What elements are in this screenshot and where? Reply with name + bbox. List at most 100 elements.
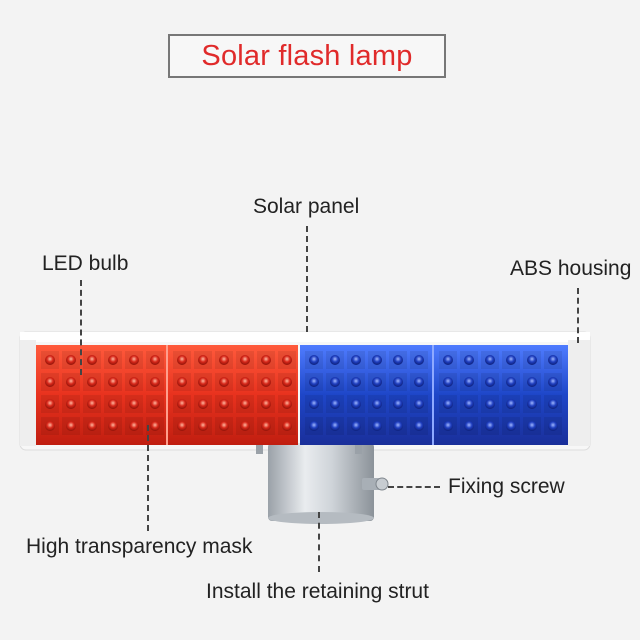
- led-dot: [506, 377, 516, 387]
- retaining-strut: [256, 440, 374, 524]
- mask-label: High transparency mask: [26, 535, 253, 558]
- abs-housing-label: ABS housing: [510, 257, 632, 280]
- led-dot: [485, 355, 495, 365]
- led-dot: [464, 355, 474, 365]
- led-dot: [261, 421, 271, 431]
- led-dot: [372, 377, 382, 387]
- led-dot: [393, 377, 403, 387]
- led-dot: [393, 399, 403, 409]
- fixing-screw: [362, 477, 389, 491]
- led-dot: [506, 355, 516, 365]
- led-dot: [393, 421, 403, 431]
- led-dot: [198, 399, 208, 409]
- led-bulb-label: LED bulb: [42, 252, 129, 275]
- led-dot: [198, 355, 208, 365]
- led-dot: [443, 399, 453, 409]
- led-dot: [129, 421, 139, 431]
- led-dot: [330, 377, 340, 387]
- led-dot: [108, 399, 118, 409]
- led-dot: [240, 421, 250, 431]
- led-dot: [282, 377, 292, 387]
- led-dot: [129, 355, 139, 365]
- mask-leader: [147, 425, 149, 531]
- led-dot: [150, 399, 160, 409]
- led-dot: [309, 377, 319, 387]
- led-dot: [351, 355, 361, 365]
- led-dot: [485, 377, 495, 387]
- led-dot: [282, 355, 292, 365]
- led-dot: [108, 377, 118, 387]
- red-led-panel: [36, 345, 298, 445]
- led-dot: [66, 377, 76, 387]
- led-dot: [464, 421, 474, 431]
- led-dot: [45, 377, 55, 387]
- led-dot: [282, 421, 292, 431]
- led-dot: [66, 355, 76, 365]
- led-dot: [309, 355, 319, 365]
- led-dot: [309, 399, 319, 409]
- led-dot: [443, 421, 453, 431]
- led-dot: [393, 355, 403, 365]
- led-dot: [150, 377, 160, 387]
- led-dot: [372, 399, 382, 409]
- led-bulbs: [41, 351, 562, 435]
- blue-led-panel: [300, 345, 568, 445]
- led-dot: [464, 399, 474, 409]
- led-dot: [129, 399, 139, 409]
- led-dot: [219, 355, 229, 365]
- led-dot: [87, 377, 97, 387]
- solar-panel-label: Solar panel: [253, 195, 360, 218]
- strut-leader: [318, 512, 320, 572]
- led-dot: [548, 355, 558, 365]
- led-dot: [351, 399, 361, 409]
- led-dot: [527, 399, 537, 409]
- led-bulb-leader: [80, 280, 82, 375]
- title-box: Solar flash lamp: [168, 34, 446, 78]
- led-dot: [261, 355, 271, 365]
- led-dot: [548, 377, 558, 387]
- led-dot: [414, 377, 424, 387]
- fixing-screw-leader: [388, 486, 440, 488]
- led-dot: [177, 399, 187, 409]
- led-dot: [108, 421, 118, 431]
- led-dot: [240, 399, 250, 409]
- led-dot: [330, 421, 340, 431]
- led-dot: [66, 399, 76, 409]
- led-dot: [87, 355, 97, 365]
- led-dot: [282, 399, 292, 409]
- led-dot: [309, 421, 319, 431]
- led-dot: [506, 421, 516, 431]
- led-dot: [351, 377, 361, 387]
- abs-housing-leader: [577, 288, 579, 343]
- led-dot: [261, 377, 271, 387]
- led-dot: [443, 355, 453, 365]
- led-dot: [485, 421, 495, 431]
- led-dot: [527, 355, 537, 365]
- led-dot: [372, 355, 382, 365]
- led-dot: [66, 421, 76, 431]
- led-dot: [485, 399, 495, 409]
- led-dot: [198, 377, 208, 387]
- led-dot: [414, 355, 424, 365]
- led-dot: [351, 421, 361, 431]
- led-dot: [330, 355, 340, 365]
- led-dot: [414, 399, 424, 409]
- fixing-screw-label: Fixing screw: [448, 475, 565, 498]
- led-dot: [240, 355, 250, 365]
- led-dot: [330, 399, 340, 409]
- led-dot: [414, 421, 424, 431]
- led-dot: [150, 421, 160, 431]
- led-dot: [261, 399, 271, 409]
- solar-panel-leader: [306, 226, 308, 332]
- led-dot: [150, 355, 160, 365]
- led-dot: [464, 377, 474, 387]
- led-dot: [219, 377, 229, 387]
- led-dot: [527, 377, 537, 387]
- led-dot: [548, 399, 558, 409]
- led-dot: [506, 399, 516, 409]
- led-dot: [45, 421, 55, 431]
- led-dot: [177, 421, 187, 431]
- led-dot: [129, 377, 139, 387]
- led-dot: [177, 355, 187, 365]
